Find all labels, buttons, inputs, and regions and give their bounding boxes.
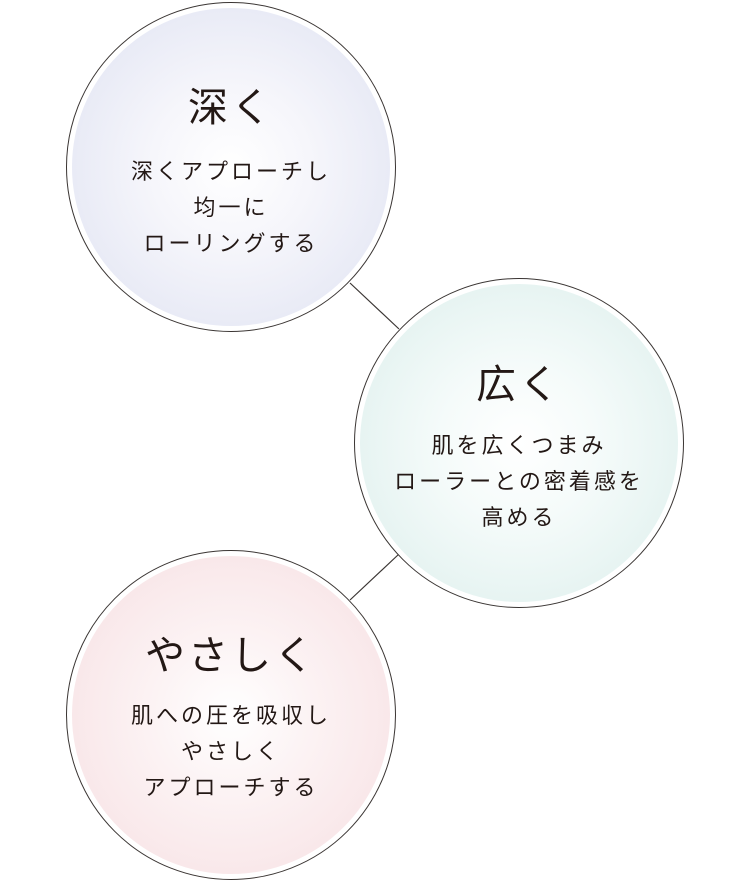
circle-gentle-content: やさしく 肌への圧を吸収し やさしく アプローチする xyxy=(67,551,395,879)
circle-gentle-title: やさしく xyxy=(145,633,317,679)
description-line: 高める xyxy=(481,506,557,531)
circle-gentle-description: 肌への圧を吸収し やさしく アプローチする xyxy=(67,699,395,807)
circle-deep-title: 深く xyxy=(188,85,274,131)
circle-deep-description: 深くアプローチし 均一に ローリングする xyxy=(67,155,395,263)
description-line: ローラーとの密着感を xyxy=(394,470,644,495)
description-line: 肌への圧を吸収し xyxy=(130,704,331,729)
description-line: アプローチする xyxy=(143,776,319,801)
circle-wide-title: 広く xyxy=(476,362,562,408)
description-line: ローリングする xyxy=(143,232,319,257)
circle-wide-gradient xyxy=(360,284,678,602)
circle-wide-description: 肌を広くつまみ ローラーとの密着感を 高める xyxy=(355,429,683,537)
description-line: 深くアプローチし xyxy=(130,160,331,185)
circle-deep: 深く 深くアプローチし 均一に ローリングする xyxy=(66,2,396,332)
circle-wide: 広く 肌を広くつまみ ローラーとの密着感を 高める xyxy=(354,278,684,608)
circle-gentle-gradient xyxy=(72,556,390,874)
description-line: やさしく xyxy=(180,740,281,765)
circle-deep-content: 深く 深くアプローチし 均一に ローリングする xyxy=(67,3,395,331)
description-line: 肌を広くつまみ xyxy=(431,434,607,459)
circle-deep-gradient xyxy=(72,8,390,326)
circle-gentle: やさしく 肌への圧を吸収し やさしく アプローチする xyxy=(66,550,396,880)
circle-wide-content: 広く 肌を広くつまみ ローラーとの密着感を 高める xyxy=(355,279,683,607)
description-line: 均一に xyxy=(193,196,269,221)
